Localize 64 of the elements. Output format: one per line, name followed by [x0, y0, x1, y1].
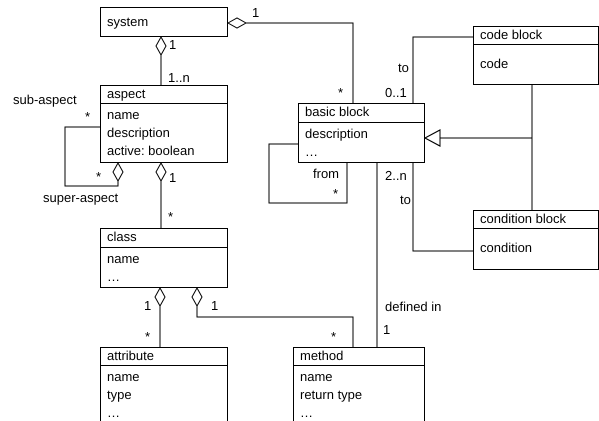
- attribute-text: description: [304, 125, 369, 143]
- association-end-label: *: [168, 210, 174, 224]
- association-end-label: *: [331, 330, 336, 344]
- association-line: [412, 36, 474, 104]
- class-name: condition block: [474, 211, 598, 229]
- association-end-label: *: [145, 330, 150, 344]
- association-end-label: 1: [211, 299, 218, 313]
- attribute-text: …: [106, 404, 121, 421]
- association-end-label: 1: [169, 38, 176, 52]
- attribute-text: name: [106, 106, 141, 124]
- association-end-label: *: [333, 187, 338, 201]
- association-end-label: sub-aspect: [13, 93, 77, 107]
- association-line: [268, 144, 348, 204]
- attribute-text: name: [106, 250, 141, 268]
- attribute-text: …: [304, 143, 319, 161]
- association-end-label: to: [400, 193, 411, 207]
- class-box: [100, 7, 228, 37]
- association-end-label: 1: [169, 171, 176, 185]
- class-name: class: [101, 229, 227, 248]
- aggregation-line: [192, 288, 354, 348]
- attribute-text: description: [106, 124, 171, 142]
- class-name: basic block: [299, 104, 424, 123]
- association-end-label: *: [338, 86, 344, 100]
- association-end-label: 1: [383, 323, 390, 337]
- association-end-label: to: [398, 61, 409, 75]
- attribute-text: condition: [479, 239, 534, 257]
- association-end-label: 2..n: [385, 169, 407, 183]
- class-box: [473, 26, 599, 85]
- association-end-label: *: [85, 110, 90, 124]
- class-name: system: [106, 13, 150, 29]
- aggregation-line: [228, 18, 354, 104]
- attribute-text: code: [479, 55, 510, 73]
- class-box: [100, 347, 228, 421]
- attribute-text: …: [106, 268, 121, 286]
- association-end-label: super-aspect: [43, 191, 118, 205]
- generalization-arrow: [424, 130, 532, 210]
- class-name: aspect: [101, 86, 227, 104]
- attribute-text: active: boolean: [106, 142, 196, 160]
- edge-label: defined in: [385, 300, 442, 314]
- class-box: [473, 210, 599, 270]
- class-box: [293, 347, 425, 421]
- aggregation-line: [154, 288, 166, 348]
- class-box: [100, 85, 228, 163]
- class-name: code block: [474, 27, 598, 45]
- association-line: [376, 162, 378, 348]
- attribute-text: return type: [299, 386, 364, 404]
- association-end-label: 1: [252, 6, 260, 20]
- aggregation-line: [156, 36, 166, 86]
- attribute-text: …: [299, 404, 314, 421]
- attribute-text: name: [299, 368, 334, 386]
- association-end-label: from: [313, 167, 339, 181]
- association-end-label: *: [96, 170, 102, 184]
- class-name: method: [294, 348, 424, 366]
- attribute-text: type: [106, 386, 133, 404]
- class-name: attribute: [101, 348, 227, 366]
- aggregation-line: [64, 126, 124, 186]
- association-end-label: 1..n: [168, 71, 190, 85]
- association-end-label: 0..1: [385, 86, 407, 100]
- association-end-label: 1: [144, 299, 152, 313]
- attribute-text: name: [106, 368, 141, 386]
- aggregation-line: [156, 162, 166, 228]
- class-box: [100, 228, 228, 288]
- class-box: [298, 103, 425, 163]
- association-line: [412, 162, 474, 252]
